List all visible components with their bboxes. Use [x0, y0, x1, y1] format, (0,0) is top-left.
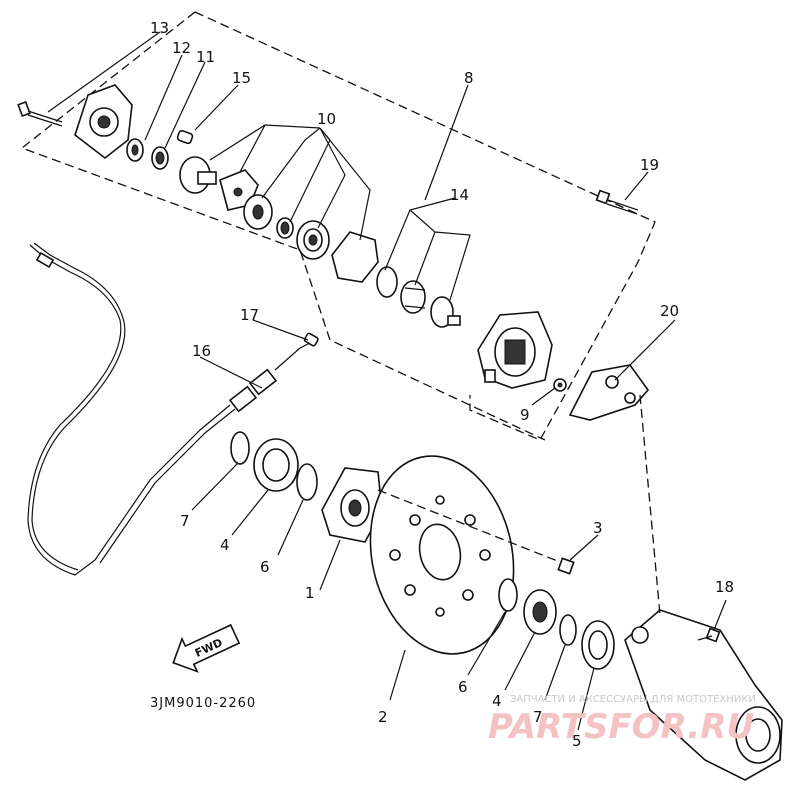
label-14: 14 [450, 186, 469, 204]
label-18: 18 [715, 578, 734, 596]
bracket-20 [568, 364, 650, 421]
label-16: 16 [192, 342, 211, 360]
caliper-cover-13 [74, 84, 133, 160]
o-ring-6 [296, 463, 318, 501]
label-11: 11 [196, 48, 215, 66]
watermark-tagline: ЗАПЧАСТИ И АКСЕССУАРЫ ДЛЯ МОТОТЕХНИКИ [510, 694, 756, 705]
bolt-19 [595, 189, 639, 215]
leader-lines [47, 31, 727, 731]
part-labels: 13 12 11 15 8 10 14 19 17 16 20 9 7 4 6 … [150, 19, 734, 750]
brake-disc-2 [369, 455, 515, 655]
o-ring-14 [376, 266, 398, 298]
label-6: 6 [260, 558, 270, 576]
label-8: 8 [464, 69, 474, 87]
assembly-boundary [20, 11, 656, 441]
brake-cable-16 [27, 242, 313, 576]
washer-11 [151, 146, 169, 170]
bleed-screw-9 [553, 378, 567, 392]
axle-housing [624, 609, 783, 781]
label-17: 17 [240, 306, 259, 324]
piston-10 [179, 156, 217, 194]
label-3: 3 [593, 519, 603, 537]
fwd-arrow: FWD [172, 623, 241, 673]
pin-15 [176, 129, 194, 145]
bearing-10 [296, 220, 330, 260]
seal-4 [253, 438, 299, 492]
label-10: 10 [317, 110, 336, 128]
bolt-3 [557, 557, 575, 575]
o-ring-7 [230, 431, 250, 465]
caliper-body-8 [477, 311, 553, 389]
label-6b: 6 [458, 678, 468, 696]
seal-12 [126, 138, 144, 162]
label-4b: 4 [492, 692, 502, 710]
label-1: 1 [305, 584, 315, 602]
bolt-18 [697, 627, 721, 643]
hub-1 [321, 467, 383, 543]
bolt-13 [17, 100, 63, 127]
label-2: 2 [378, 708, 388, 726]
watermark: ЗАПЧАСТИ И АКСЕССУАРЫ ДЛЯ МОТОТЕХНИКИ PA… [488, 694, 756, 747]
label-5: 5 [572, 732, 582, 750]
o-ring-6b [498, 578, 518, 612]
label-20: 20 [660, 302, 679, 320]
label-9: 9 [520, 406, 530, 424]
seal-5 [581, 620, 615, 670]
label-7: 7 [180, 512, 190, 530]
label-15: 15 [232, 69, 251, 87]
label-13: 13 [150, 19, 169, 37]
reference-code: 3JM9010-2260 [150, 696, 256, 711]
piston-10b [243, 194, 273, 230]
spring-10 [276, 217, 294, 239]
label-4: 4 [220, 536, 230, 554]
label-7b: 7 [533, 708, 543, 726]
label-12: 12 [172, 39, 191, 57]
label-19: 19 [640, 156, 659, 174]
seal-4b [523, 589, 557, 635]
piston-14 [400, 280, 426, 314]
gasket-10 [331, 231, 379, 283]
o-ring-7b [559, 614, 577, 646]
pin-17 [303, 332, 319, 347]
piston-14b [430, 296, 461, 328]
watermark-brand: PARTSFOR.RU [488, 707, 754, 747]
